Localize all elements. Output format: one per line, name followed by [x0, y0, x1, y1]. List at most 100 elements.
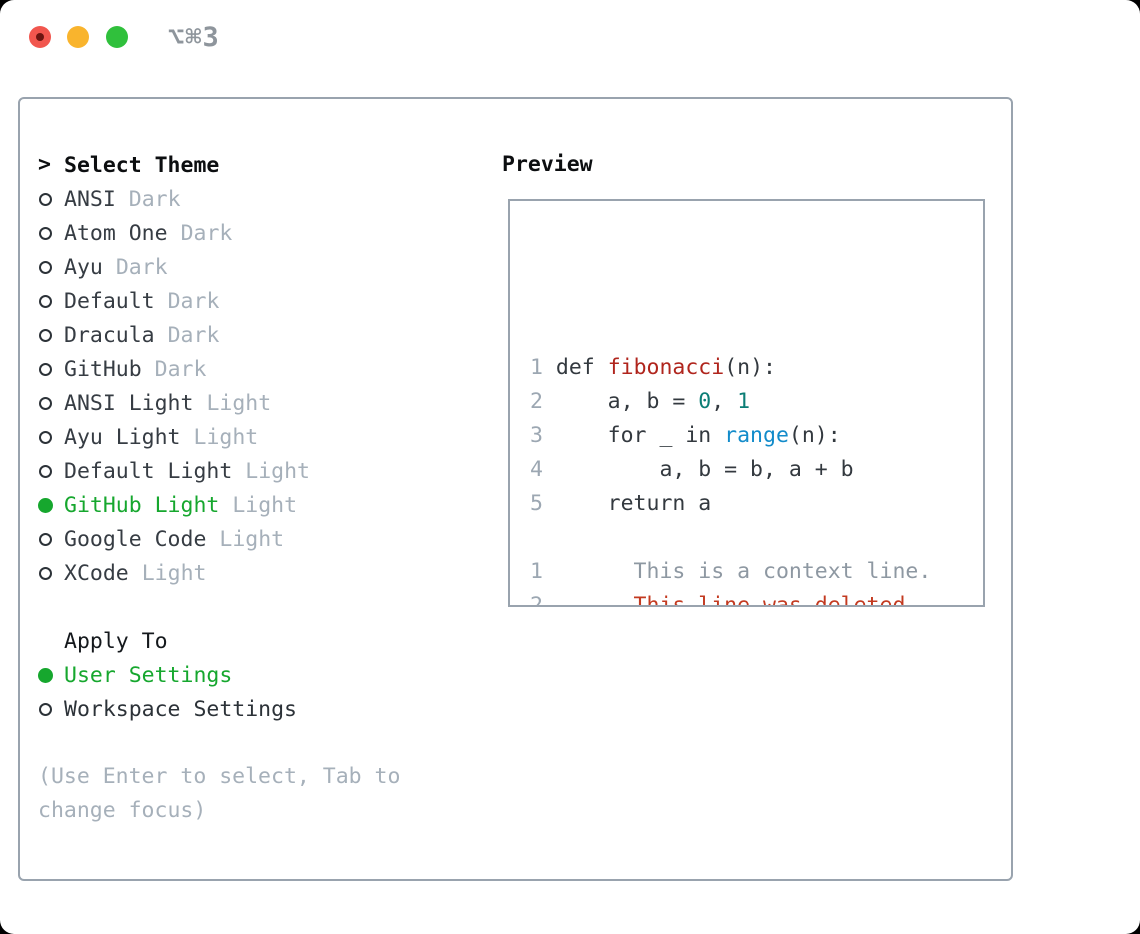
theme-variant: Dark — [167, 322, 220, 348]
theme-name: GitHub — [64, 356, 142, 382]
code-segment: 1 — [737, 389, 751, 414]
theme-name: Default Light — [64, 458, 233, 484]
radio-dot — [39, 226, 52, 240]
radio-selected-icon — [38, 658, 64, 692]
radio-dot — [39, 702, 52, 716]
code-segment: 2 — [530, 593, 543, 607]
code-segment: range — [724, 423, 789, 448]
radio-dot — [39, 328, 52, 342]
code-segment: return a — [542, 491, 712, 516]
theme-picker-header: > Select Theme — [38, 148, 400, 182]
window-title: ⌥⌘3 — [168, 22, 220, 53]
theme-name: Default — [64, 288, 155, 314]
zoom-button[interactable] — [106, 26, 128, 48]
radio-dot — [39, 532, 52, 546]
apply-to-title: Apply To — [64, 628, 168, 654]
theme-variant: Dark — [128, 186, 181, 212]
hint-line-1: (Use Enter to select, Tab to — [38, 764, 401, 789]
theme-name: Ayu — [64, 254, 103, 280]
code-segment: a, b = — [542, 389, 699, 414]
theme-variant: Dark — [115, 254, 168, 280]
apply-option-workspace-settings[interactable]: Workspace Settings — [38, 692, 400, 726]
code-segment: 0 — [698, 389, 712, 414]
theme-variant: Light — [245, 458, 311, 484]
theme-name: Dracula — [64, 322, 155, 348]
code-segment: , — [711, 389, 738, 414]
code-segment: 4 — [530, 457, 543, 482]
code-segment: 3 — [530, 423, 543, 448]
theme-option-google-code[interactable]: Google Code Light — [38, 522, 400, 556]
code-segment: a, b = b, a + b — [542, 457, 854, 482]
spacer — [38, 624, 64, 658]
theme-variant: Light — [141, 560, 207, 586]
radio-icon — [38, 454, 64, 488]
theme-variant: Light — [219, 526, 285, 552]
close-button[interactable] — [29, 26, 51, 48]
theme-option-ayu[interactable]: Ayu Dark — [38, 250, 400, 284]
radio-icon — [38, 318, 64, 352]
apply-option-user-settings[interactable]: User Settings — [38, 658, 400, 692]
theme-option-dracula[interactable]: Dracula Dark — [38, 318, 400, 352]
code-segment: 1 — [530, 559, 543, 584]
radio-dot — [38, 667, 53, 683]
theme-variant: Light — [193, 424, 259, 450]
code-segment: This is a context line. — [542, 559, 932, 584]
theme-name: Google Code — [64, 526, 207, 552]
radio-dot — [39, 396, 52, 410]
theme-option-default[interactable]: Default Dark — [38, 284, 400, 318]
radio-icon — [38, 182, 64, 216]
code-line: 2 - This line was deleted. — [530, 589, 983, 607]
spacer — [38, 726, 400, 760]
theme-option-github[interactable]: GitHub Dark — [38, 352, 400, 386]
theme-name: Atom One — [64, 220, 168, 246]
radio-dot — [39, 430, 52, 444]
code-line — [530, 317, 983, 351]
radio-icon — [38, 420, 64, 454]
hint-text: (Use Enter to select, Tab to change focu… — [38, 760, 400, 828]
radio-icon — [38, 284, 64, 318]
radio-icon — [38, 250, 64, 284]
code-line: 4 a, b = b, a + b — [530, 453, 983, 487]
preview-title: Preview — [502, 152, 593, 177]
code-segment: def — [542, 355, 608, 380]
radio-dot — [39, 566, 52, 580]
theme-variant: Light — [206, 390, 272, 416]
theme-variant: Dark — [154, 356, 207, 382]
code-segment: for _ in — [542, 423, 725, 448]
radio-icon — [38, 692, 64, 726]
radio-icon — [38, 386, 64, 420]
theme-name: XCode — [64, 560, 129, 586]
radio-icon — [38, 522, 64, 556]
theme-option-default-light[interactable]: Default Light Light — [38, 454, 400, 488]
radio-dot — [39, 294, 52, 308]
theme-option-ayu-light[interactable]: Ayu Light Light — [38, 420, 400, 454]
code-segment: 2 — [530, 389, 543, 414]
code-line: 5 return a — [530, 487, 983, 521]
radio-dot — [39, 260, 52, 274]
prompt-caret-icon: > — [38, 152, 51, 177]
code-segment: 1 — [530, 355, 543, 380]
apply-to-header-row: Apply To — [38, 624, 400, 658]
theme-variant: Dark — [180, 220, 233, 246]
theme-name: Ayu Light — [64, 424, 181, 450]
code-segment: (n): — [788, 423, 841, 448]
minimize-button[interactable] — [67, 26, 89, 48]
spacer — [38, 590, 400, 624]
code-segment: - This line was deleted. — [542, 593, 919, 607]
radio-dot — [39, 362, 52, 376]
theme-option-atom-one[interactable]: Atom One Dark — [38, 216, 400, 250]
theme-variant: Dark — [167, 288, 220, 314]
theme-option-xcode[interactable]: XCode Light — [38, 556, 400, 590]
radio-icon — [38, 216, 64, 250]
radio-dot — [38, 497, 53, 513]
titlebar: ⌥⌘3 — [0, 0, 1140, 74]
